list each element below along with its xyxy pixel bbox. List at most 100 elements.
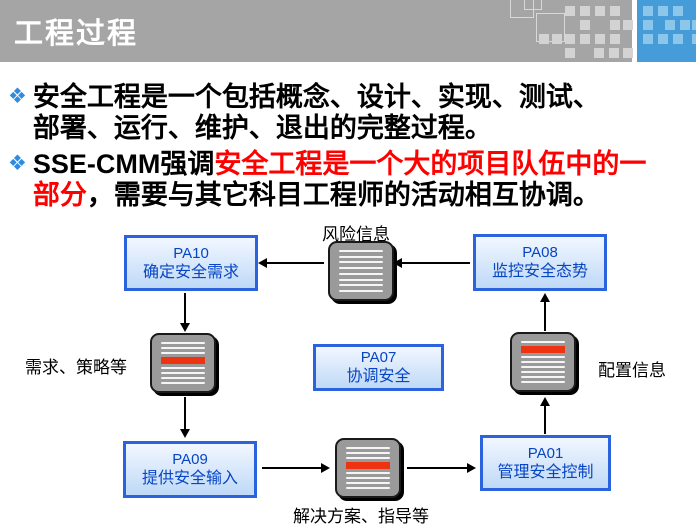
doc-text-line — [346, 452, 390, 454]
label-solutions-guidance: 解决方案、指导等 — [293, 507, 429, 526]
gray-square-decoration — [595, 34, 605, 44]
blue-square-decoration — [658, 34, 668, 44]
blue-square-decoration — [643, 6, 653, 16]
gray-square-decoration — [552, 34, 562, 44]
gray-square-decoration — [623, 20, 633, 30]
bullet2-line2: 部分，需要与其它科目工程师的活动相互协调。 — [33, 180, 647, 211]
arrowhead-down-icon — [180, 429, 190, 438]
flow-arrow-doc-to-pa08 — [544, 301, 546, 331]
bullet2-line1: SSE-CMM强调安全工程是一个大的项目队伍中的一 — [33, 149, 647, 180]
pa08-box: PA08 监控安全态势 — [473, 234, 607, 291]
arrowhead-up-icon — [540, 293, 550, 302]
bullet-text-2: SSE-CMM强调安全工程是一个大的项目队伍中的一 部分，需要与其它科目工程师的… — [33, 149, 647, 211]
gray-square-decoration — [610, 6, 620, 16]
bullet-item-2: ❖ SSE-CMM强调安全工程是一个大的项目队伍中的一 部分，需要与其它科目工程… — [8, 149, 692, 211]
gray-square-decoration — [539, 34, 549, 44]
doc-text-line — [521, 341, 565, 343]
gray-square-decoration — [565, 34, 575, 44]
blue-square-decoration — [665, 20, 675, 30]
document-icon — [328, 241, 394, 301]
outline-square-decoration — [524, 0, 542, 10]
bullet2-line2-black: ，需要与其它科目工程师的活动相互协调。 — [86, 180, 600, 210]
doc-text-line — [339, 278, 383, 281]
arrowhead-up-icon — [540, 397, 550, 406]
gray-square-decoration — [610, 34, 620, 44]
label-config-info: 配置信息 — [598, 361, 666, 380]
page-title: 工程过程 — [14, 18, 139, 50]
pa10-box: PA10 确定安全需求 — [124, 235, 258, 291]
arrowhead-left-icon — [393, 258, 402, 268]
gray-square-decoration — [595, 6, 605, 16]
bullet2-line2-red: 部分 — [32, 180, 87, 210]
pa09-label: 提供安全输入 — [141, 470, 238, 487]
outline-square-decoration — [536, 13, 565, 42]
doc-text-line — [521, 376, 565, 378]
doc-text-line — [161, 367, 205, 369]
doc-text-line — [346, 477, 390, 479]
doc-red-line — [346, 462, 390, 469]
pa07-code: PA07 — [360, 349, 397, 366]
doc-text-line — [346, 447, 390, 449]
blue-square-decoration — [658, 6, 668, 16]
doc-text-line — [521, 361, 565, 363]
doc-text-line — [339, 284, 383, 287]
pa09-code: PA09 — [172, 451, 208, 468]
doc-text-line — [161, 342, 205, 344]
doc-text-line — [161, 347, 205, 349]
flow-arrow-doc-to-pa01 — [407, 467, 468, 469]
arrowhead-right-icon — [467, 463, 476, 473]
flow-arrow-pa10-to-doc — [184, 293, 186, 324]
doc-text-line — [521, 356, 565, 358]
doc-text-line — [339, 261, 383, 264]
header-bar — [0, 0, 632, 62]
gray-square-decoration — [580, 34, 590, 44]
bullet-text-1: 安全工程是一个包括概念、设计、实现、测试、 部署、运行、维护、退出的完整过程。 — [33, 82, 600, 144]
flow-arrow-doc-to-pa09 — [184, 397, 186, 430]
doc-text-line — [346, 487, 390, 489]
doc-text-line — [339, 289, 383, 292]
arrowhead-right-icon — [321, 463, 330, 473]
pa08-code: PA08 — [522, 244, 558, 261]
bullet-item-1: ❖ 安全工程是一个包括概念、设计、实现、测试、 部署、运行、维护、退出的完整过程… — [8, 82, 692, 144]
pa09-box: PA09 提供安全输入 — [123, 441, 257, 498]
pa01-box: PA01 管理安全控制 — [480, 435, 611, 491]
gray-square-decoration — [610, 20, 620, 30]
blue-square-decoration — [643, 20, 653, 30]
flow-arrow-pa01-to-doc — [544, 405, 546, 434]
doc-text-line — [521, 371, 565, 373]
diamond-bullet-icon: ❖ — [8, 152, 27, 175]
doc-text-line — [339, 267, 383, 270]
pa01-code: PA01 — [527, 444, 564, 462]
doc-text-line — [339, 255, 383, 258]
doc-text-line — [521, 366, 565, 368]
flow-arrow-pa09-to-doc — [262, 467, 322, 469]
pa10-label: 确定安全需求 — [142, 263, 239, 281]
doc-text-line — [521, 381, 565, 383]
arrowhead-left-icon — [258, 258, 267, 268]
blue-square-decoration — [680, 20, 690, 30]
gray-square-decoration — [594, 48, 604, 58]
label-risk-info: 风险信息 — [322, 225, 390, 244]
doc-text-line — [339, 272, 383, 275]
label-requirements-strategy: 需求、策略等 — [25, 358, 127, 377]
doc-text-line — [161, 372, 205, 374]
document-icon — [150, 333, 216, 393]
pa10-code: PA10 — [173, 244, 209, 262]
document-icon — [510, 332, 576, 392]
blue-square-decoration — [643, 34, 653, 44]
blue-square-decoration — [692, 34, 696, 44]
doc-text-line — [161, 352, 205, 354]
doc-text-line — [346, 472, 390, 474]
pa01-label: 管理安全控制 — [497, 463, 594, 481]
doc-text-line — [161, 377, 205, 379]
gray-square-decoration — [565, 6, 575, 16]
gray-square-decoration — [580, 20, 590, 30]
gray-square-decoration — [623, 48, 633, 58]
diamond-bullet-icon: ❖ — [8, 85, 27, 108]
pa08-label: 监控安全态势 — [491, 263, 588, 280]
document-icon — [335, 438, 401, 498]
gray-square-decoration — [565, 48, 575, 58]
doc-text-line — [161, 382, 205, 384]
bullet2-line1-black: SSE-CMM强调 — [32, 149, 215, 179]
bullet2-line1-red: 安全工程是一个大的项目队伍中的一 — [214, 149, 647, 179]
